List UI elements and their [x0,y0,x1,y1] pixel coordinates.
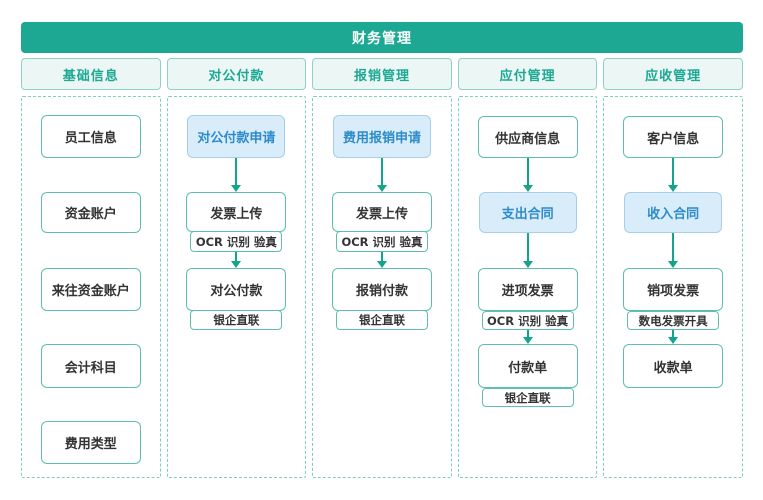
flow-subnode-digital-invoice-issue: 数电发票开具 [627,311,720,330]
arrow-down-icon [667,330,679,344]
flow-node-counterparty-fund-account: 来往资金账户 [40,268,141,311]
flow-node-income-contract: 收入合同 [624,192,723,233]
diagram-title: 财务管理 [352,30,412,47]
arrow-down-icon [376,158,388,192]
arrow-down-icon [522,158,534,192]
flow-column-corporate-payment: 对公付款申请 发票上传 OCR 识别 验真 对公付款 银企直联 [166,96,307,478]
flow-column-payables: 供应商信息 支出合同 进项发票 OCR 识别 验真 付款单 银企直联 [457,96,598,478]
arrow-down-icon [230,158,242,192]
arrow-down-icon [667,158,679,192]
flow-node-payment-order: 付款单 [477,344,578,388]
flow-node-expenditure-contract: 支出合同 [478,192,577,233]
column-header-corporate-payment: 对公付款 [166,58,307,90]
flow-node-invoice-upload: 发票上传 [186,192,287,232]
column-header-receivables: 应收管理 [603,58,743,90]
arrow-down-icon [522,330,534,344]
flow-subnode-bank-direct-link: 银企直联 [481,388,574,407]
flow-node-invoice-upload: 发票上传 [331,192,432,232]
column-header-row: 基础信息 对公付款 报销管理 应付管理 应收管理 [21,58,743,90]
flow-node-output-invoice: 销项发票 [623,268,724,311]
flow-column-reimbursement: 费用报销申请 发票上传 OCR 识别 验真 报销付款 银企直联 [312,96,452,478]
flow-subnode-ocr-verify: OCR 识别 验真 [335,231,428,252]
column-header-reimbursement: 报销管理 [312,58,452,90]
flow-column-basic-info: 员工信息 资金账户 来往资金账户 会计科目 费用类型 [21,96,161,478]
flow-subnode-bank-direct-link: 银企直联 [335,310,428,330]
arrow-down-icon [522,233,534,268]
flow-node-customer-info: 客户信息 [623,116,724,158]
flow-node-corporate-payment-apply: 对公付款申请 [187,115,286,158]
flow-node-supplier-info: 供应商信息 [477,116,578,158]
column-header-payables: 应付管理 [457,58,598,90]
flow-subnode-bank-direct-link: 银企直联 [190,310,283,330]
flow-subnode-ocr-verify: OCR 识别 验真 [190,231,283,252]
flow-node-reimbursement-payment: 报销付款 [331,268,432,311]
flow-node-input-invoice: 进项发票 [477,268,578,311]
flow-node-receipt-order: 收款单 [623,344,724,388]
flow-node-corporate-payment: 对公付款 [186,268,287,311]
flow-columns: 员工信息 资金账户 来往资金账户 会计科目 费用类型 对公付款申请 发票上传 O… [21,96,743,478]
column-header-basic-info: 基础信息 [21,58,161,90]
arrow-down-icon [230,252,242,268]
flow-node-employee-info: 员工信息 [40,115,141,158]
flow-node-accounting-subject: 会计科目 [40,344,141,388]
flow-node-expense-reimbursement-apply: 费用报销申请 [332,115,431,158]
arrow-down-icon [376,252,388,268]
flow-subnode-ocr-verify: OCR 识别 验真 [481,311,574,330]
arrow-down-icon [667,233,679,268]
diagram-title-bar: 财务管理 [21,22,743,53]
flow-node-expense-type: 费用类型 [40,421,141,464]
flow-column-receivables: 客户信息 收入合同 销项发票 数电发票开具 收款单 [603,96,743,478]
flow-node-fund-account: 资金账户 [40,192,141,233]
